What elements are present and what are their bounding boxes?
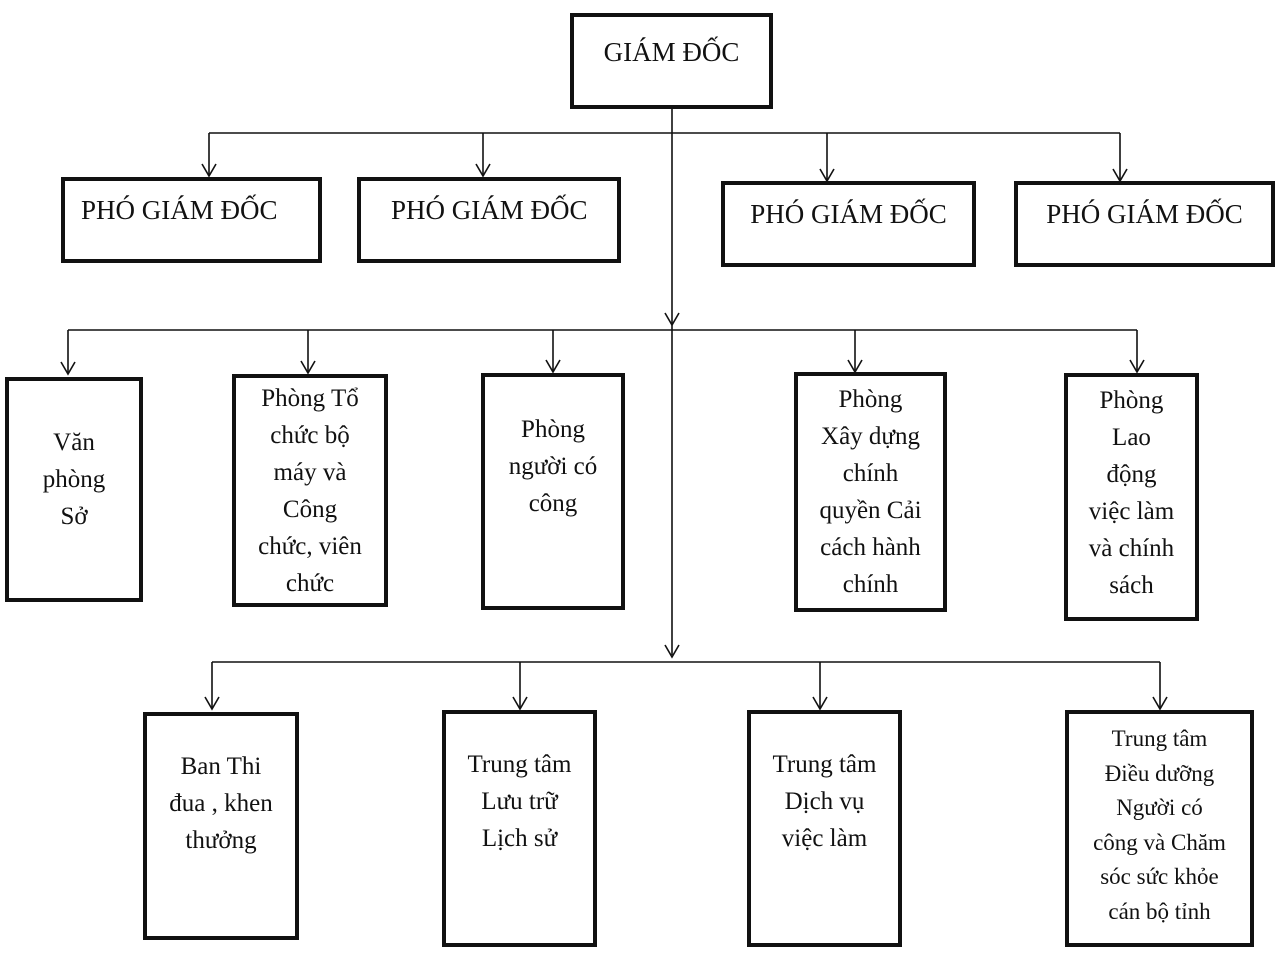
deputy-director-label: PHÓ GIÁM ĐỐC — [391, 195, 588, 225]
department-label: Phòng Tổ chức bộ máy và Công chức, viên … — [258, 384, 362, 597]
deputy-director-label: PHÓ GIÁM ĐỐC — [81, 195, 278, 225]
department-box-xay-dung-chinh-quyen: Phòng Xây dựng chính quyền Cải cách hành… — [794, 372, 947, 612]
arrow-head-icon — [201, 163, 217, 178]
unit-box-ban-thi-dua: Ban Thi đua , khen thưởng — [143, 712, 299, 940]
director-label: GIÁM ĐỐC — [603, 37, 740, 67]
arrow-head-icon — [512, 696, 528, 711]
department-label: Văn phòng Sở — [42, 429, 106, 530]
department-label: Phòng người có công — [508, 416, 598, 517]
unit-box-luu-tru-lich-su: Trung tâm Lưu trữ Lịch sử — [442, 710, 597, 947]
unit-box-dich-vu-viec-lam: Trung tâm Dịch vụ việc làm — [747, 710, 902, 947]
deputy-director-label: PHÓ GIÁM ĐỐC — [1046, 199, 1243, 229]
unit-label: Ban Thi đua , khen thưởng — [169, 753, 273, 854]
deputy-director-box-2: PHÓ GIÁM ĐỐC — [357, 177, 621, 263]
department-box-to-chuc-bo-may: Phòng Tổ chức bộ máy và Công chức, viên … — [232, 374, 388, 607]
arrow-head-icon — [664, 644, 680, 659]
arrow-head-icon — [300, 360, 316, 375]
arrow-head-icon — [204, 696, 220, 711]
deputy-director-label: PHÓ GIÁM ĐỐC — [750, 199, 947, 229]
deputy-director-box-4: PHÓ GIÁM ĐỐC — [1014, 181, 1275, 267]
unit-box-dieu-duong: Trung tâm Điều dưỡng Người có công và Ch… — [1065, 710, 1254, 947]
unit-label: Trung tâm Lưu trữ Lịch sử — [467, 750, 572, 852]
deputy-director-box-1: PHÓ GIÁM ĐỐC — [61, 177, 322, 263]
department-label: Phòng Lao động việc làm và chính sách — [1088, 387, 1175, 599]
arrow-head-icon — [545, 359, 561, 374]
arrow-head-icon — [664, 312, 680, 327]
director-box: GIÁM ĐỐC — [570, 13, 773, 109]
unit-label: Trung tâm Điều dưỡng Người có công và Ch… — [1093, 726, 1226, 924]
arrow-head-icon — [475, 163, 491, 178]
arrow-head-icon — [60, 361, 76, 376]
arrow-head-icon — [1129, 359, 1145, 374]
department-box-van-phong-so: Văn phòng Sở — [5, 377, 143, 602]
arrow-head-icon — [812, 696, 828, 711]
arrow-head-icon — [1152, 696, 1168, 711]
department-box-nguoi-co-cong: Phòng người có công — [481, 373, 625, 610]
unit-label: Trung tâm Dịch vụ việc làm — [772, 750, 877, 852]
department-label: Phòng Xây dựng chính quyền Cải cách hành… — [819, 386, 922, 598]
deputy-director-box-3: PHÓ GIÁM ĐỐC — [721, 181, 976, 267]
department-box-lao-dong-viec-lam: Phòng Lao động việc làm và chính sách — [1064, 373, 1199, 621]
